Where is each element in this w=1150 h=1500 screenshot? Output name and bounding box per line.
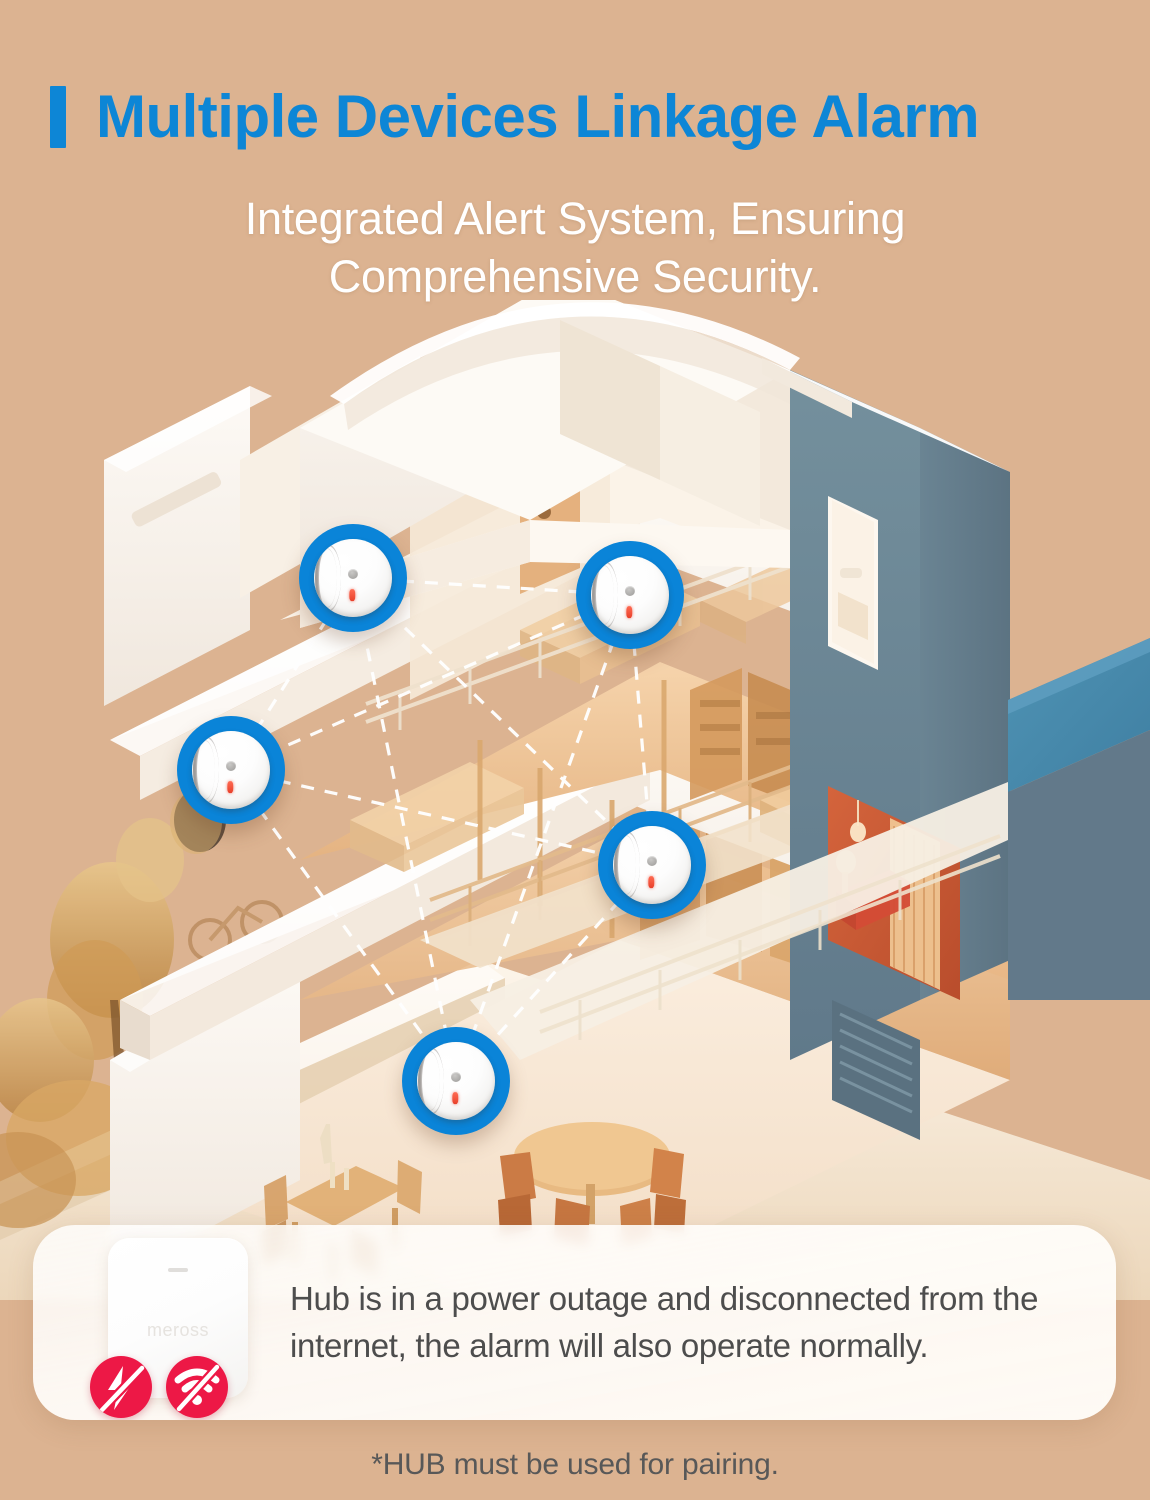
alarm-rim2-icon — [616, 834, 637, 896]
subtitle-line-2: Comprehensive Security. — [328, 250, 822, 302]
alarm-rim2-icon — [195, 739, 216, 801]
page-title: Multiple Devices Linkage Alarm — [96, 83, 980, 150]
smoke-alarm-puck — [613, 826, 691, 904]
smoke-alarm-puck — [417, 1042, 495, 1120]
subtitle-line-1: Integrated Alert System, Ensuring — [244, 193, 906, 244]
alarm-test-button-icon — [450, 1072, 462, 1083]
no-power-badge — [90, 1356, 152, 1418]
alarm-rim2-icon — [317, 547, 338, 609]
page-subtitle: Integrated Alert System, Ensuring Compre… — [0, 190, 1150, 305]
device-node-attic-left[interactable] — [299, 524, 407, 632]
alarm-test-button-icon — [624, 586, 636, 597]
smoke-alarm-puck — [591, 556, 669, 634]
front-terrace — [470, 782, 1008, 1060]
alarm-led-icon — [349, 589, 355, 601]
device-node-living-room[interactable] — [598, 811, 706, 919]
alarm-led-icon — [626, 606, 632, 618]
hub-brand-logo: meross — [146, 1320, 210, 1340]
alarm-rim2-icon — [420, 1050, 441, 1112]
device-node-attic-right[interactable] — [576, 541, 684, 649]
title-row: Multiple Devices Linkage Alarm — [50, 86, 1120, 148]
pairing-footnote: *HUB must be used for pairing. — [371, 1448, 779, 1481]
hub-indicator-slot-icon — [168, 1268, 188, 1272]
device-node-bedroom-left[interactable] — [177, 716, 285, 824]
roof-volume — [240, 300, 800, 628]
alarm-led-icon — [648, 876, 654, 888]
alarm-test-button-icon — [225, 761, 237, 772]
blue-roof-wing — [1008, 638, 1150, 1000]
alarm-led-icon — [227, 781, 233, 793]
smoke-alarm-puck — [192, 731, 270, 809]
power-off-icon — [97, 1363, 147, 1415]
alarm-test-button-icon — [646, 856, 658, 867]
title-accent-bar — [50, 86, 66, 148]
hub-illustration: meross — [88, 1225, 268, 1420]
device-node-dining-room[interactable] — [402, 1027, 510, 1135]
alarm-test-button-icon — [347, 569, 359, 580]
no-internet-badge — [166, 1356, 228, 1418]
house-scene — [0, 300, 1150, 1300]
smoke-alarm-puck — [314, 539, 392, 617]
hub-info-card: meross Hub is in a power outage and disc… — [33, 1225, 1116, 1420]
hub-info-text: Hub is in a power outage and disconnecte… — [290, 1279, 1039, 1364]
alarm-led-icon — [452, 1092, 458, 1104]
wifi-off-icon — [174, 1362, 222, 1414]
alarm-rim2-icon — [594, 564, 615, 626]
